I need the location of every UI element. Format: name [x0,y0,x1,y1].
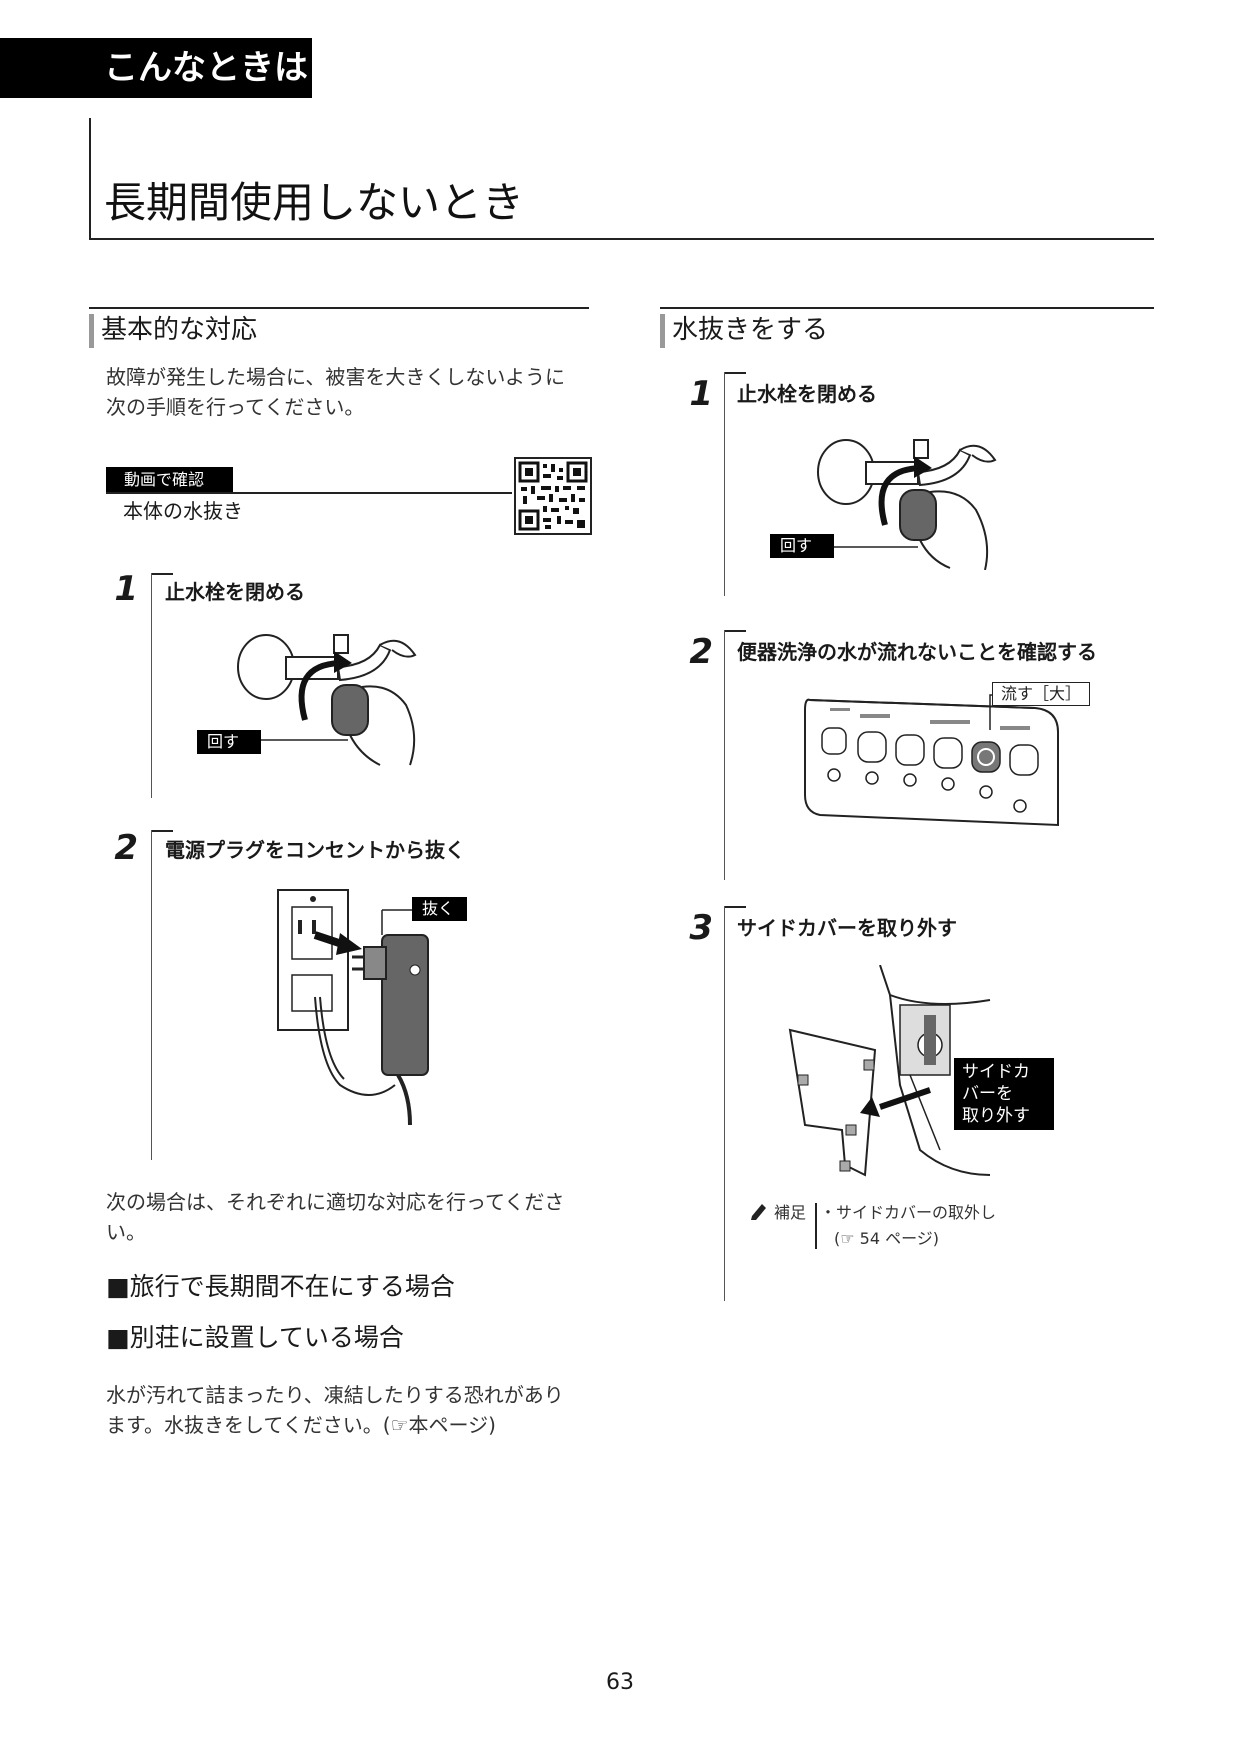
step-line [151,830,152,1160]
page-title: 長期間使用しないとき [104,178,525,227]
step-corner [724,630,746,632]
note-label: 補足 [774,1203,807,1222]
qr-code-icon[interactable] [514,457,592,535]
note-text: ・サイドカバーの取外し (☞ 54 ページ) [820,1203,997,1248]
note-divider [815,1203,817,1249]
section-marker [660,314,665,348]
unplug-label: 抜く [412,897,467,921]
step-line [724,906,725,1301]
step-number: 2 [114,828,138,868]
title-rule [89,118,91,240]
step-line [151,573,152,798]
remove-side-cover-label: サイドカバーを 取り外す [954,1058,1054,1130]
step-text: サイドカバーを取り外す [737,916,957,940]
section-rule [89,307,589,309]
step-text: 止水栓を閉める [737,382,877,406]
video-label: 本体の水抜き [123,499,243,523]
step-number: 1 [689,374,713,414]
stopcock-illustration [237,634,417,766]
flush-large-label: 流す［大］ [992,682,1091,706]
closing-text: 水が汚れて詰まったり、凍結したりする恐れがあり ます。水抜きをしてください。(☞… [106,1383,564,1437]
side-cover-illustration [788,965,991,1177]
header-tab: こんなときは [0,38,312,98]
page-number: 63 [606,1670,634,1695]
step-number: 2 [689,632,713,672]
step-text: 便器洗浄の水が流れないことを確認する [737,640,1097,664]
stopcock-illustration [817,439,997,570]
section-title-basic: 基本的な対応 [101,315,258,345]
section-title-drain: 水抜きをする [672,315,829,345]
step-corner [151,573,173,575]
turn-label: 回す [770,534,834,558]
turn-label: 回す [197,730,261,754]
video-badge: 動画で確認 [106,467,233,493]
case-heading-travel: ■旅行で長期間不在にする場合 [106,1272,455,1301]
step-number: 1 [114,569,138,609]
step-text: 電源プラグをコンセントから抜く [165,838,465,862]
case-heading-villa: ■別荘に設置している場合 [106,1323,404,1352]
step-corner [724,372,746,374]
after-text: 次の場合は、それぞれに適切な対応を行ってくださ い。 [106,1190,565,1244]
title-rule-bottom [89,238,1154,240]
section-marker [89,314,94,348]
step-text: 止水栓を閉める [165,580,305,604]
pencil-icon [748,1200,772,1224]
step-corner [151,830,173,832]
intro-text: 故障が発生した場合に、被害を大きくしないように 次の手順を行ってください。 [106,365,565,419]
power-plug-illustration [277,889,429,1125]
step-line [724,630,725,880]
step-number: 3 [689,908,713,948]
remote-control-illustration [804,694,1059,827]
video-rule [106,492,512,494]
step-line [724,372,725,596]
section-rule [660,307,1154,309]
step-corner [724,906,746,908]
